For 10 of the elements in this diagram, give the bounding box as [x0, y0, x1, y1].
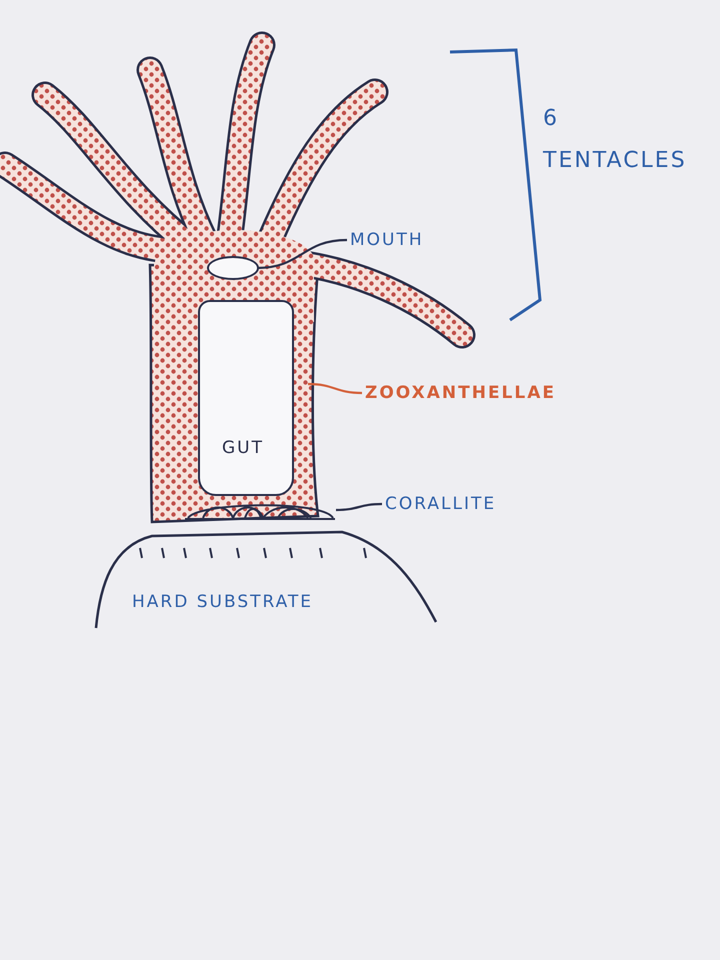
leader-line: [336, 502, 382, 512]
gut-chamber: [198, 300, 294, 496]
group-label: 6 TENTACLES: [543, 105, 687, 175]
leader-line: [308, 382, 362, 394]
leader-line: [256, 238, 348, 270]
part-label: ZOOXANTHELLAE: [365, 383, 556, 403]
part-label: HARD SUBSTRATE: [132, 592, 314, 612]
part-label: MOUTH: [350, 230, 424, 250]
part-label: GUT: [222, 438, 264, 458]
part-label: CORALLITE: [385, 494, 496, 514]
